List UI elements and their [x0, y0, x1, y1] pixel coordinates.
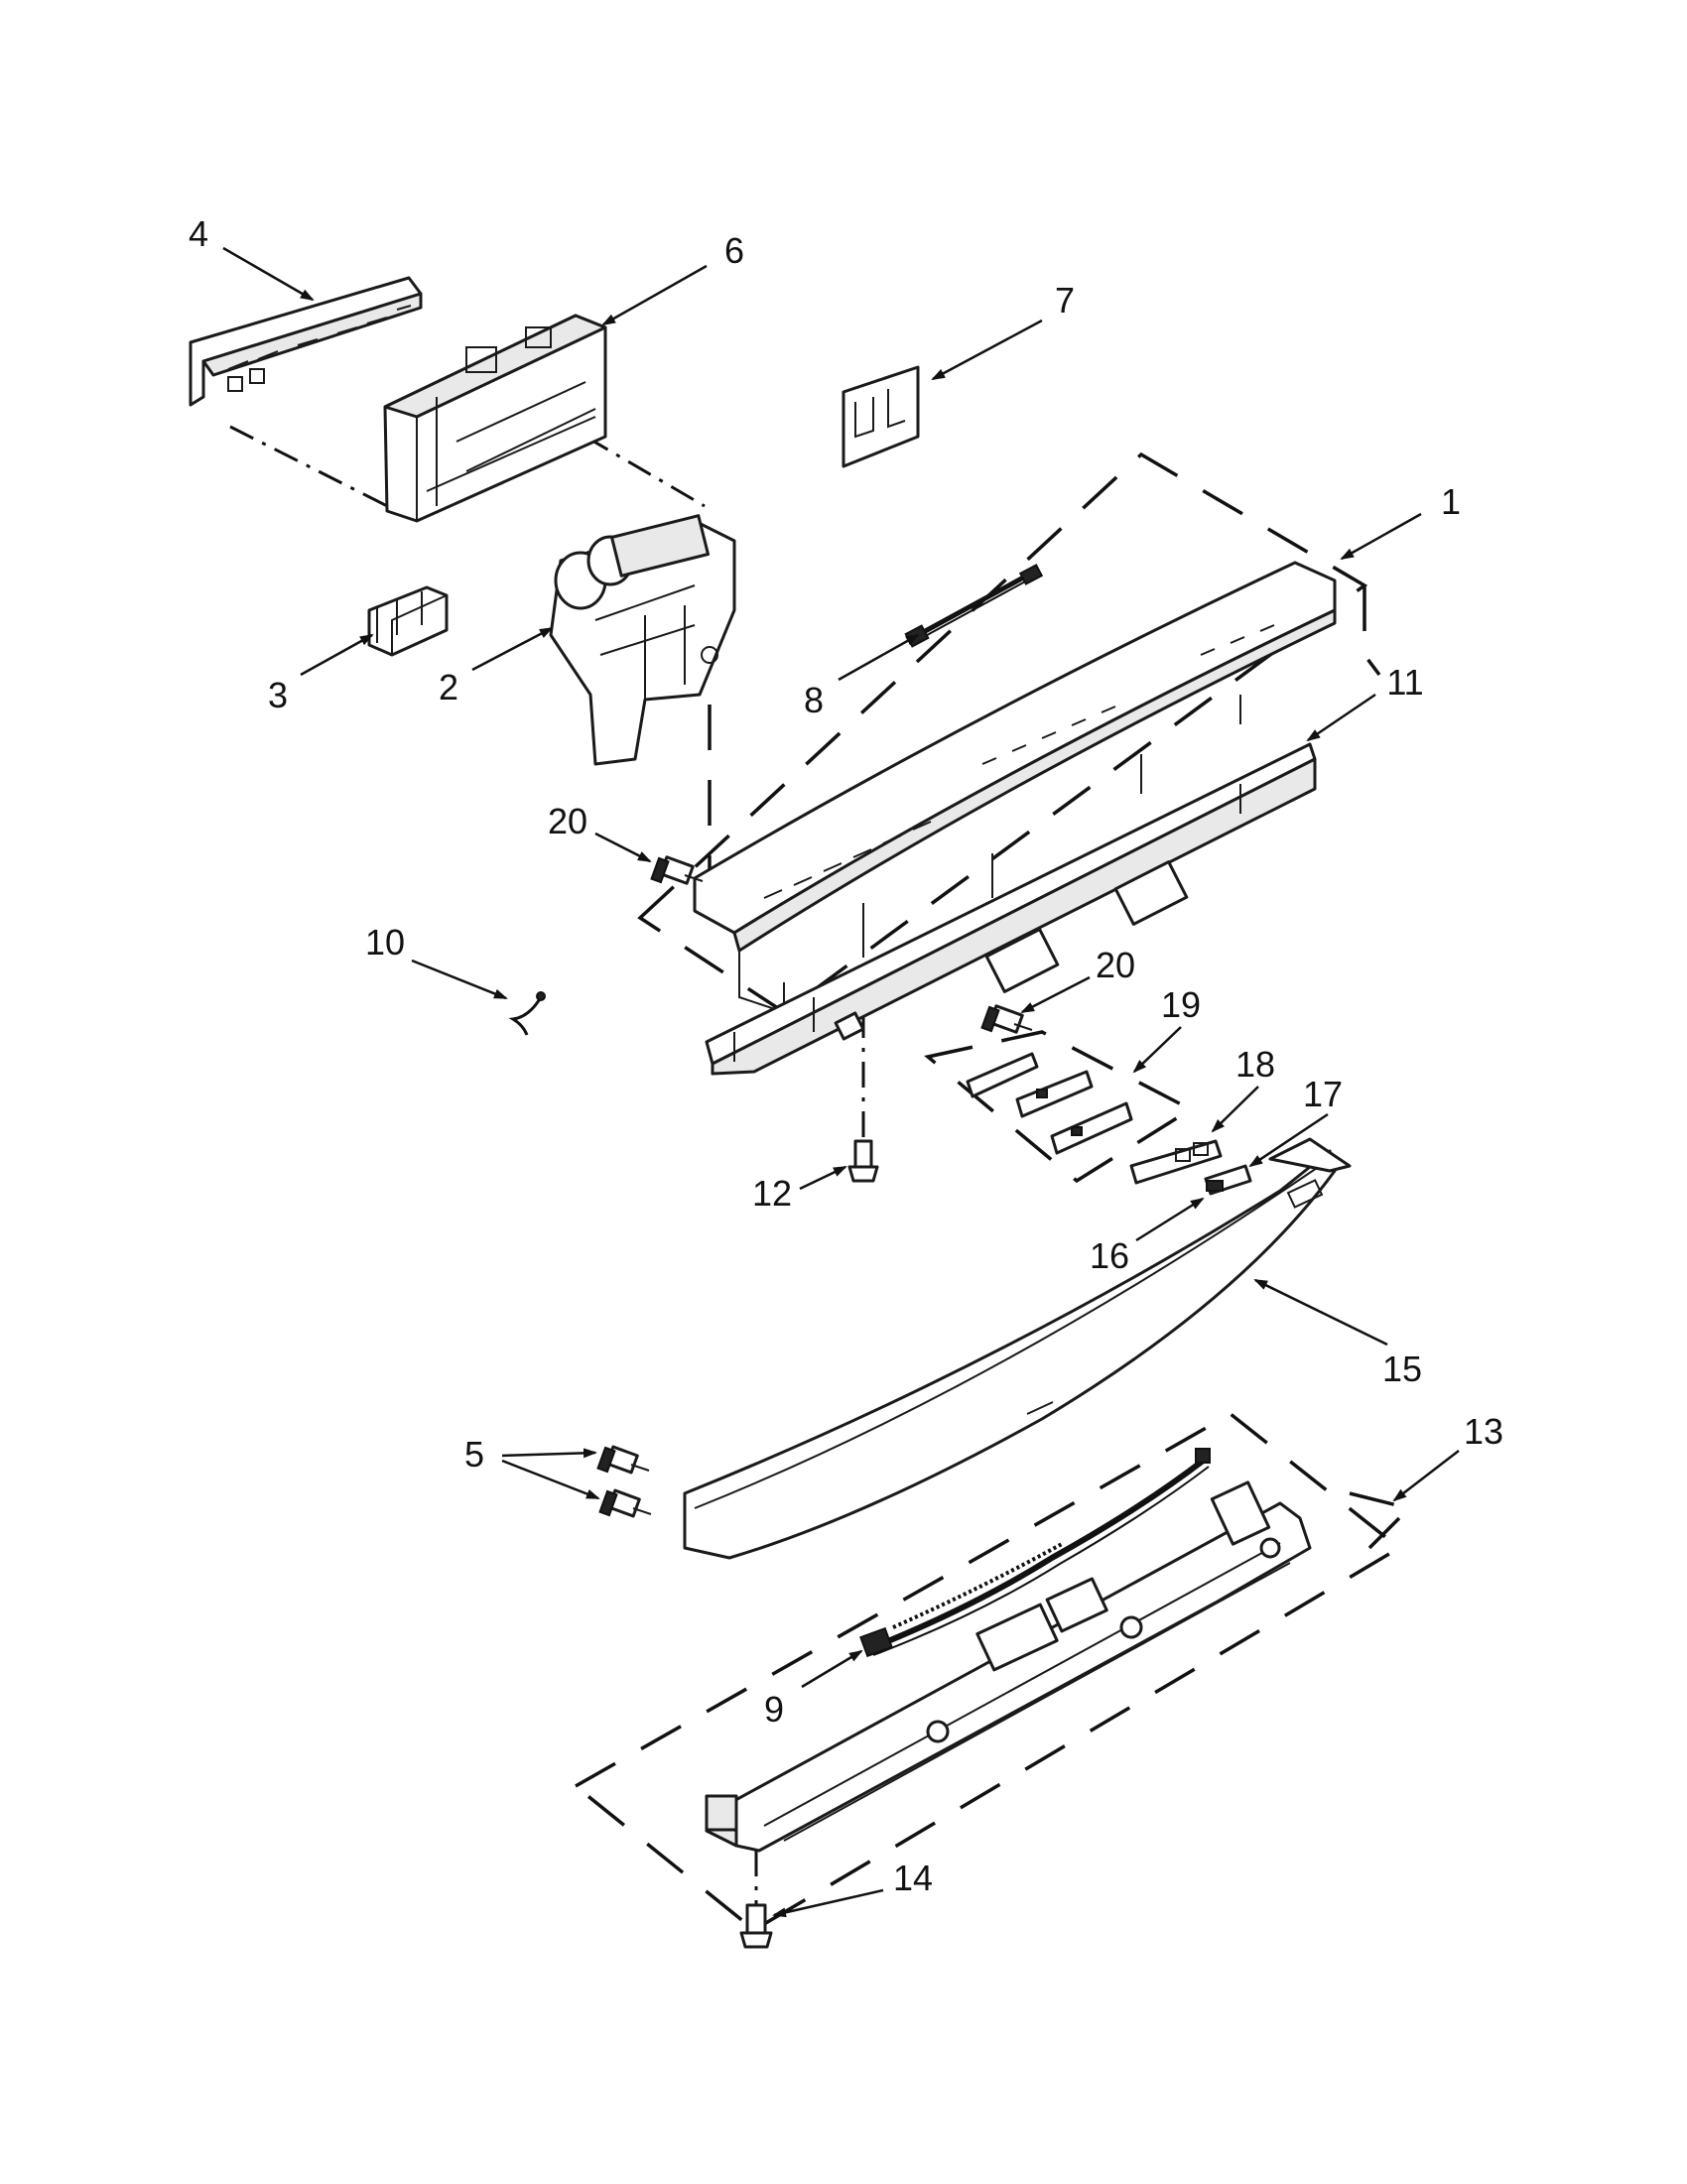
part-6-control-module [383, 314, 607, 523]
part-1-control-panel [693, 561, 1337, 1014]
callout-c4: 4 [189, 213, 208, 254]
leader-3 [300, 633, 374, 677]
leader-20-upper [594, 832, 652, 863]
assembly-outline-switch-group [924, 1030, 1195, 1184]
leader-4 [222, 246, 315, 302]
leader-8 [838, 633, 920, 682]
callout-c1: 1 [1441, 481, 1461, 522]
callout-c5: 5 [464, 1434, 484, 1475]
callout-c6: 6 [724, 230, 744, 271]
callout-c10: 10 [365, 922, 405, 963]
part-3-clip [367, 585, 449, 657]
part-16-button-cap [1206, 1180, 1224, 1192]
callout-c15: 15 [1382, 1349, 1422, 1389]
part-11-trim-rail [705, 742, 1317, 1076]
callout-c19: 19 [1161, 984, 1201, 1025]
part-20-screw-lower [980, 1004, 1033, 1034]
callout-c11: 11 [1386, 662, 1423, 703]
callout-c12: 12 [752, 1173, 792, 1214]
callout-c8: 8 [804, 680, 824, 720]
callout-c3: 3 [268, 675, 288, 715]
leader-10 [411, 959, 508, 1000]
callout-c16: 16 [1090, 1235, 1129, 1276]
leader-5-lower [501, 1459, 600, 1500]
part-10-small-wire [508, 991, 546, 1036]
callout-c13: 13 [1464, 1411, 1503, 1452]
assembly-outline-console-right [1349, 1491, 1413, 1550]
leader-18 [1211, 1086, 1259, 1133]
part-13-console-base [705, 1480, 1312, 1853]
leader-19 [1132, 1026, 1182, 1074]
part-12-screw [847, 1139, 879, 1183]
part-5-screw-lower [598, 1488, 652, 1518]
leader-6 [601, 264, 708, 326]
callout-c20a: 20 [548, 801, 587, 841]
part-2-latch [549, 514, 736, 766]
callout-c18: 18 [1235, 1044, 1275, 1085]
leader-12 [799, 1165, 847, 1191]
part-7-shield [842, 365, 920, 468]
leader-15 [1253, 1278, 1388, 1347]
leader-20-lower [1020, 975, 1091, 1014]
callout-c2: 2 [439, 667, 458, 707]
part-18-button-bezel [1129, 1139, 1223, 1185]
leader-2 [471, 626, 554, 672]
leader-5-upper [501, 1448, 597, 1459]
leader-14 [772, 1888, 884, 1918]
leader-9 [801, 1649, 863, 1689]
callout-c9: 9 [764, 1689, 784, 1730]
leader-11 [1306, 693, 1376, 742]
part-20-screw-upper [650, 855, 704, 885]
callout-c7: 7 [1055, 280, 1075, 321]
alignment-line-4-6 [229, 425, 408, 518]
part-4-bracket [189, 276, 423, 407]
leader-7 [931, 319, 1043, 381]
leader-1 [1340, 512, 1422, 561]
alignment-line-6-2 [584, 435, 706, 508]
part-14-screw [739, 1903, 773, 1949]
leader-17 [1248, 1112, 1329, 1168]
part-5-screw-upper [596, 1445, 650, 1475]
leader-16 [1135, 1197, 1205, 1242]
part-19-switch-boards [966, 1052, 1133, 1155]
callout-c20b: 20 [1096, 945, 1135, 985]
part-9-wire-harness [859, 1448, 1211, 1658]
part-15-handle [683, 1137, 1352, 1560]
callout-c17: 17 [1303, 1074, 1343, 1114]
part-8-wire-harness [904, 564, 1044, 648]
assembly-outline-panel-side [1363, 585, 1381, 677]
callout-c14: 14 [893, 1858, 933, 1898]
leader-13 [1392, 1450, 1460, 1502]
